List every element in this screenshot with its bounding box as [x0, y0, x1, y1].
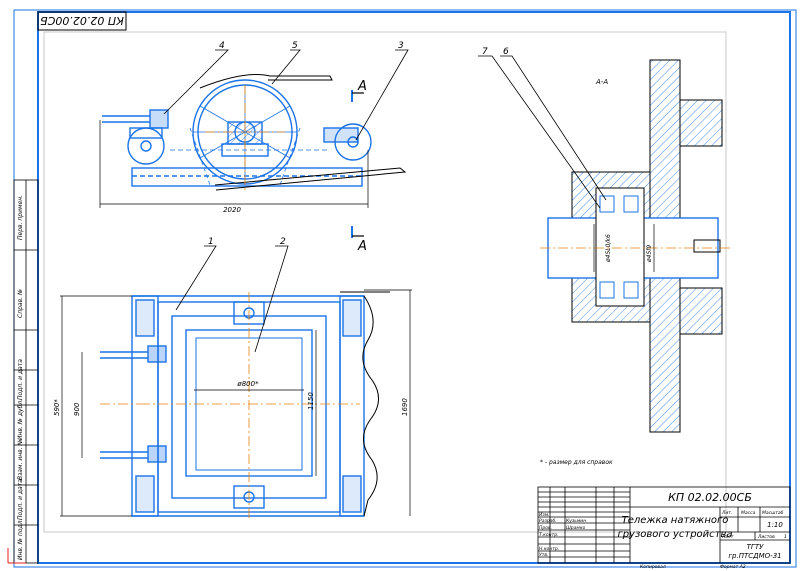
left-row-6: Утв.	[539, 552, 548, 558]
col-header-mass: Масса	[741, 510, 756, 516]
left-row-2: Пров.	[539, 525, 552, 531]
dim-2020-label: 2020	[223, 206, 241, 214]
callout-2: 2	[280, 237, 286, 247]
copied-label: Копировал	[640, 564, 666, 570]
title-block	[537, 486, 791, 564]
section-aa-label: А-А	[595, 78, 608, 86]
dim-2020	[99, 120, 369, 208]
rotated-doc-code: КП 02.02.00СБ	[40, 14, 124, 27]
callout-5: 5	[292, 41, 298, 51]
dim-900: 900	[73, 402, 81, 416]
reference-note: * - размер для справок	[540, 459, 613, 466]
rotated-code-box: КП 02.02.00СБ	[37, 11, 127, 31]
org-line1: ТГТУ	[747, 543, 764, 551]
left-name-2: Шрамко	[566, 525, 586, 531]
side-strip-label-6: Инв. № подл.	[17, 519, 24, 560]
sheets-label: Листов	[757, 534, 775, 540]
section-mark-top: А	[357, 79, 367, 94]
dim-shaft-fit: ø45L0/k6	[605, 234, 612, 263]
callout-7: 7	[482, 47, 488, 57]
side-strip-label-1: Справ. №	[17, 289, 24, 318]
plan-view	[100, 295, 365, 517]
dim-1690: 1690	[401, 398, 409, 416]
side-strip-label-5: Подп. и дата	[17, 479, 24, 520]
format-label: Формат А2	[720, 564, 746, 570]
callout-3: 3	[398, 41, 404, 51]
origin-marker	[7, 548, 26, 564]
drawing-area-outline	[43, 31, 727, 533]
left-row-3: Т.контр.	[539, 532, 559, 538]
side-strip-label-0: Перв. примен.	[17, 195, 24, 240]
title-name-line2: грузового устройства	[617, 529, 732, 540]
left-name-1: Кузьмин	[566, 518, 586, 524]
title-designation: КП 02.02.00СБ	[668, 491, 752, 504]
sheet-number: 1	[784, 534, 787, 540]
sheet-label: Лист	[721, 534, 734, 540]
dim-shaft-d: ø45f9	[646, 245, 653, 263]
title-name-line1: Тележка натяжного	[622, 515, 729, 526]
left-row-0: Изм.	[539, 512, 550, 518]
dim-drum-diameter: ø800*	[236, 380, 259, 388]
section-cut-marks	[351, 90, 364, 238]
callout-4: 4	[219, 41, 225, 51]
col-header-lit: Лит.	[721, 510, 732, 516]
col-header-scale: Масштаб	[762, 510, 784, 516]
org-line2: гр.ПТСДМО-31	[728, 552, 781, 560]
callout-1: 1	[208, 237, 214, 247]
left-row-1: Разраб.	[539, 518, 557, 524]
callout-6: 6	[503, 47, 509, 57]
section-aa-view	[540, 59, 730, 433]
side-elevation-view	[102, 79, 372, 187]
scale-value: 1:10	[767, 521, 783, 529]
side-strip-label-2: Подп. и дата	[17, 359, 24, 400]
dim-1150: 1150	[307, 392, 315, 410]
side-strip-label-3: Инв. № дубл.	[17, 399, 24, 440]
side-strip-label-4: Взам. инв. №	[17, 439, 24, 480]
left-row-5: Н.контр.	[539, 546, 559, 552]
dim-590: 590*	[53, 399, 61, 416]
section-mark-bottom: А	[357, 239, 367, 254]
